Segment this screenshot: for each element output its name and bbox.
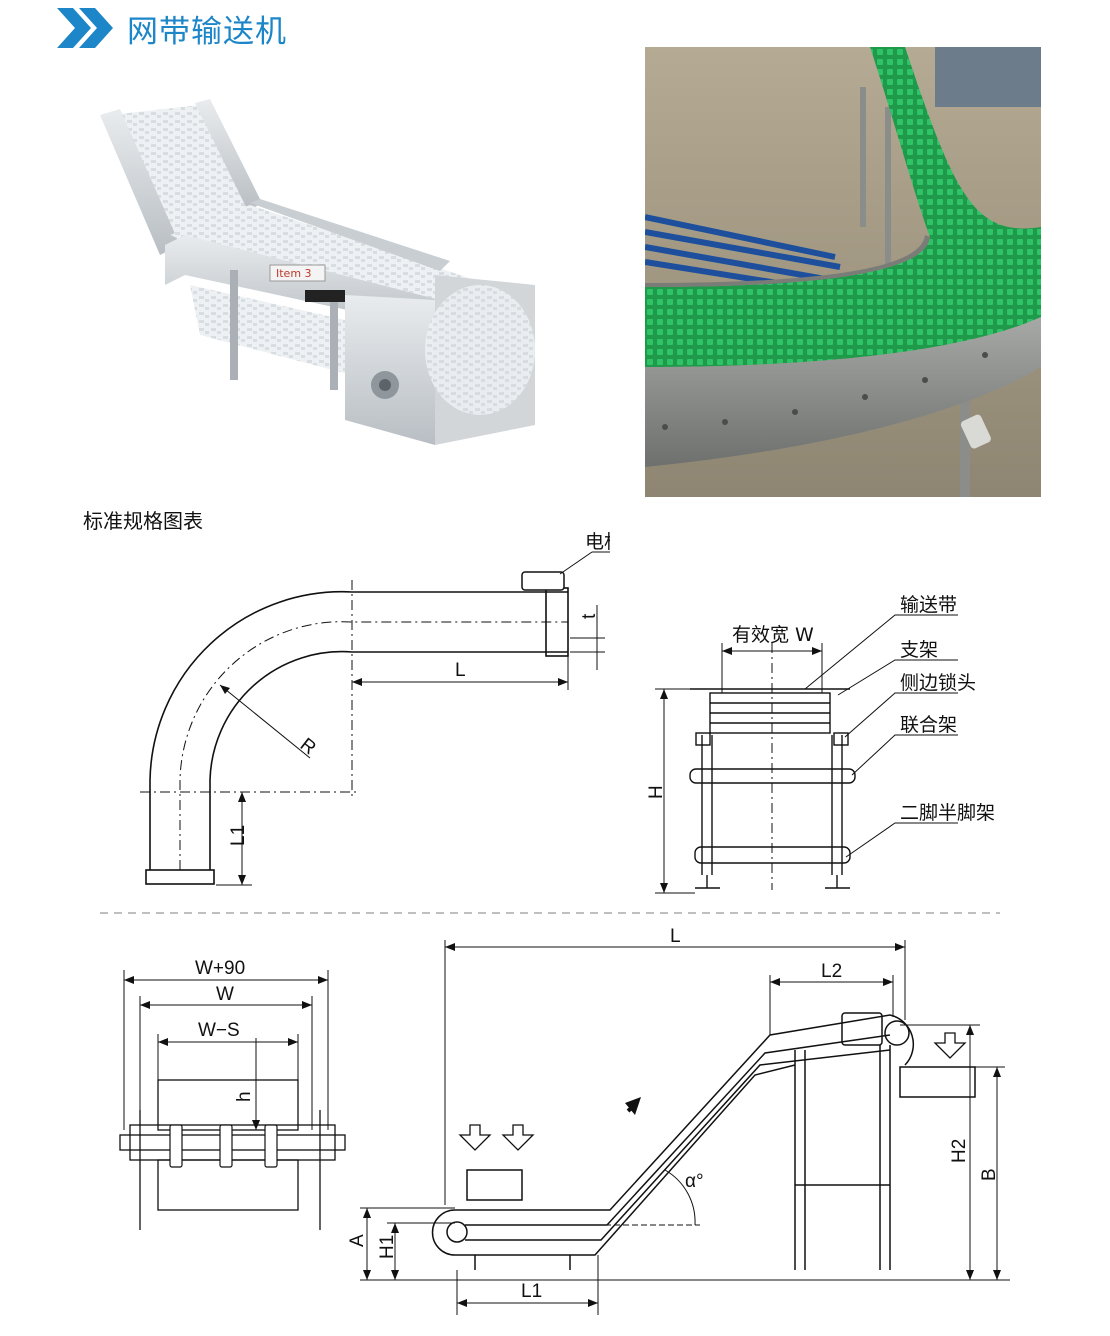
item-badge: Item 3 xyxy=(276,267,312,280)
dim-h: h xyxy=(234,1091,255,1102)
dim-L1: L1 xyxy=(228,825,249,846)
page-header: 网带输送机 xyxy=(55,6,287,50)
dim-W-plus-90: W+90 xyxy=(195,958,245,979)
drawing-cross-section: 有效宽 W H 输送带 支架 侧边锁头 联合架 二脚半脚架 xyxy=(646,594,995,894)
dim-t: t xyxy=(579,613,600,619)
dim-B: B xyxy=(979,1168,1000,1181)
drawing-end-view: W+90 W W−S h xyxy=(119,958,346,1230)
dim-A: A xyxy=(347,1234,368,1247)
drawing-incline-side-view: L L2 L1 A H1 H2 B α° xyxy=(347,926,1010,1315)
drawing-curve-plan: 电机 t L R L1 xyxy=(140,531,610,886)
double-chevron-right-icon xyxy=(57,8,113,48)
dim-W-minus-S: W−S xyxy=(198,1020,240,1041)
dim-H1: H1 xyxy=(377,1235,398,1259)
label-effective-width: 有效宽 W xyxy=(732,624,814,646)
dim-W: W xyxy=(216,984,234,1005)
conveyor-photo-curve xyxy=(645,47,1041,497)
dim-angle: α° xyxy=(685,1171,704,1192)
section-divider xyxy=(100,912,1000,914)
callout-two-and-half-leg-frame: 二脚半脚架 xyxy=(900,802,995,824)
callout-bracket: 支架 xyxy=(900,639,938,661)
section-title: 标准规格图表 xyxy=(83,509,203,533)
conveyor-photo-incline: Item 3 xyxy=(90,95,550,465)
dim-L1-bottom: L1 xyxy=(521,1281,542,1302)
dim-R: R xyxy=(296,734,320,759)
motor-icon xyxy=(521,571,565,591)
page-title: 网带输送机 xyxy=(127,13,287,50)
callout-side-lock: 侧边锁头 xyxy=(900,672,976,694)
dim-H2: H2 xyxy=(949,1139,970,1163)
callout-combined-frame: 联合架 xyxy=(900,714,957,736)
dim-H: H xyxy=(646,785,667,799)
label-motor: 电机 xyxy=(585,531,610,553)
callout-belt: 输送带 xyxy=(900,594,957,616)
dim-L-total: L xyxy=(670,926,681,947)
dim-L2: L2 xyxy=(821,961,842,982)
dim-L: L xyxy=(455,660,466,681)
